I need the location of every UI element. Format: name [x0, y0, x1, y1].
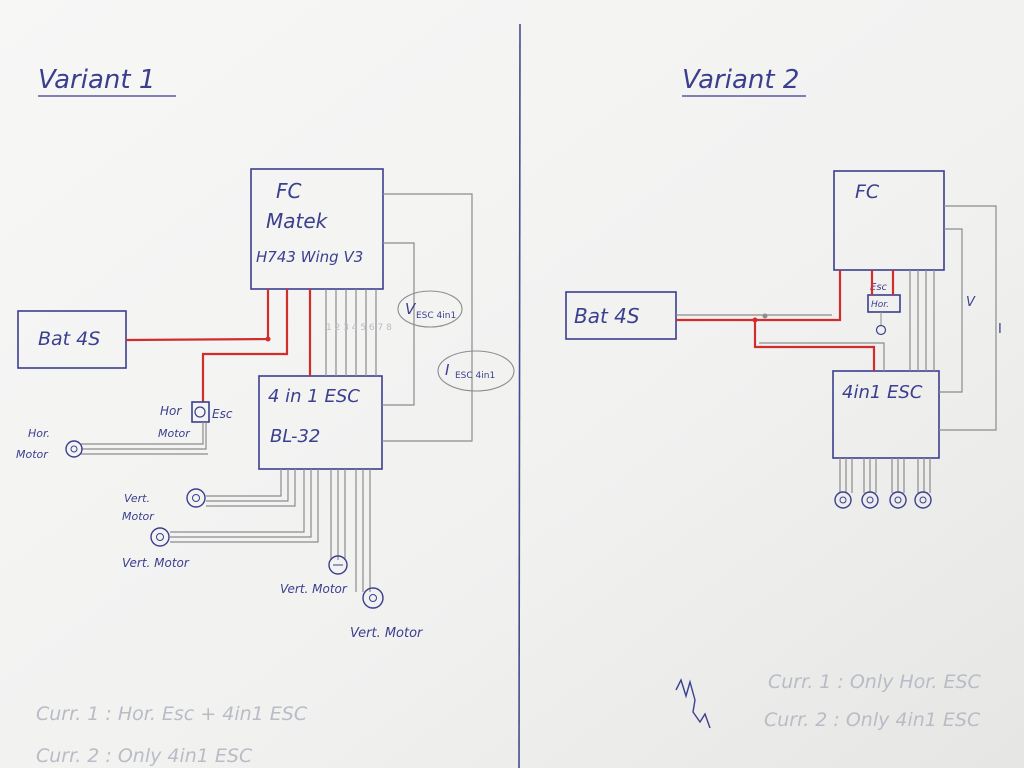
current-sense-label: I	[445, 361, 450, 379]
vert-motor-c-label: Vert. Motor	[280, 582, 348, 596]
v2-voltage-sense-wire	[939, 228, 963, 393]
vert-motor-d-icon	[362, 587, 384, 609]
fc-box	[250, 168, 384, 290]
vert-motor-a-hub-icon	[192, 494, 200, 502]
vert-motor-b-hub-icon	[156, 533, 164, 541]
hor-motor-fragment-label: Motor	[158, 427, 191, 440]
v2-voltage-label: V	[966, 295, 976, 310]
v2-battery-to-fc-wire	[676, 270, 842, 322]
v2-motor-1-icon	[834, 491, 852, 509]
v2-hor-esc-box	[867, 294, 901, 313]
hor-motor-wires	[81, 422, 208, 455]
battery-junction	[265, 336, 271, 342]
v2-battery-to-esc-wire	[753, 320, 876, 371]
vert-motor-b-icon	[150, 527, 170, 547]
current-sense-bubble	[437, 350, 515, 392]
voltage-sense-bubble	[397, 290, 463, 328]
battery-label: Bat 4S	[38, 328, 100, 350]
v2-motor-3-hub-icon	[894, 496, 902, 504]
hor-motor-hub-icon	[70, 445, 78, 453]
v2-current-sense-wire	[939, 205, 997, 431]
hor-esc-box	[191, 401, 210, 423]
variant2-note-1: Curr. 1 : Only Hor. ESC	[768, 671, 982, 693]
hor-esc-side-label: Hor	[160, 404, 182, 418]
v2-fc-box	[833, 170, 945, 271]
voltage-sense-label: V	[405, 300, 417, 318]
hor-esc-box-label: Esc	[212, 407, 233, 421]
fc-signal-wires	[325, 289, 377, 376]
pin-labels: 1 2 3 4 5 6 7 8	[326, 323, 392, 333]
voltage-sense-wire	[382, 242, 415, 406]
fc-to-hor-esc-wire	[201, 289, 289, 402]
fc-vendor-label: Matek	[266, 209, 329, 233]
hor-motor-label-line1: Hor.	[28, 427, 50, 440]
v2-esc4in1-box	[832, 370, 940, 459]
variant2-title: Variant 2	[682, 65, 799, 95]
current-sense-wire	[382, 193, 473, 442]
v2-esc-small-label: Esc	[870, 282, 888, 293]
divider-line	[518, 23, 521, 768]
hor-motor-label-line2: Motor	[16, 448, 49, 461]
variant1-title: Variant 1	[38, 65, 155, 95]
hor-esc-connector-icon	[194, 406, 206, 418]
voltage-sense-sub: ESC 4in1	[416, 311, 456, 321]
v2-motor-1-hub-icon	[839, 496, 847, 504]
v2-fc-signal-wires	[909, 270, 935, 371]
scribble-mark	[675, 678, 711, 729]
esc4in1-box	[258, 375, 383, 470]
v2-motor-4-icon	[914, 491, 932, 509]
v2-sense-junction	[762, 313, 768, 319]
v2-motor-4-hub-icon	[919, 496, 927, 504]
current-sense-sub: ESC 4in1	[455, 371, 495, 381]
variant1-diagram: Variant 1 FC Matek H743 Wing V3 Bat 4S 4…	[16, 65, 515, 767]
esc4in1-model-label: BL-32	[270, 426, 320, 447]
vert-motor-a-wires	[206, 469, 296, 507]
vert-motor-a-label-line2: Motor	[122, 510, 155, 523]
v2-sense-wires	[676, 314, 885, 371]
v2-hor-motor-icon	[875, 324, 887, 336]
v2-battery-label: Bat 4S	[574, 304, 640, 328]
vert-motor-a-label-line1: Vert.	[124, 492, 150, 505]
vert-motor-c-wires	[330, 469, 346, 560]
v2-current-label: I	[998, 322, 1002, 337]
variant1-note-2: Curr. 2 : Only 4in1 ESC	[36, 745, 253, 767]
variant1-note-1: Curr. 1 : Hor. Esc + 4in1 ESC	[36, 703, 308, 725]
vert-motor-d-label: Vert. Motor	[350, 626, 424, 641]
v2-motor-3-icon	[889, 491, 907, 509]
variant2-note-2: Curr. 2 : Only 4in1 ESC	[764, 709, 981, 731]
fc-model-label: H743 Wing V3	[256, 248, 363, 266]
vert-motor-b-wires	[170, 469, 319, 543]
vert-motor-c-icon	[328, 555, 348, 575]
fc-label: FC	[276, 179, 302, 203]
vert-motor-b-label: Vert. Motor	[122, 556, 190, 570]
v2-fc-to-hor-esc-wires	[870, 270, 895, 295]
v2-motor-2-hub-icon	[866, 496, 874, 504]
hor-motor-icon	[65, 440, 83, 458]
variant2-diagram: Variant 2 FC Bat 4S Esc Hor. 4in1 ESC V …	[565, 65, 1002, 731]
v2-esc4in1-label: 4in1 ESC	[842, 382, 923, 403]
v2-hor-small-label: Hor.	[871, 300, 889, 310]
v2-motor-2-icon	[861, 491, 879, 509]
v2-fc-label: FC	[855, 181, 880, 203]
esc4in1-label: 4 in 1 ESC	[268, 386, 360, 407]
vert-motor-a-icon	[186, 488, 206, 508]
vert-motor-d-hub-icon	[369, 594, 377, 602]
vert-motor-d-wires	[355, 469, 371, 592]
v2-battery-junction	[752, 317, 758, 323]
v2-motor-wires	[839, 458, 931, 493]
